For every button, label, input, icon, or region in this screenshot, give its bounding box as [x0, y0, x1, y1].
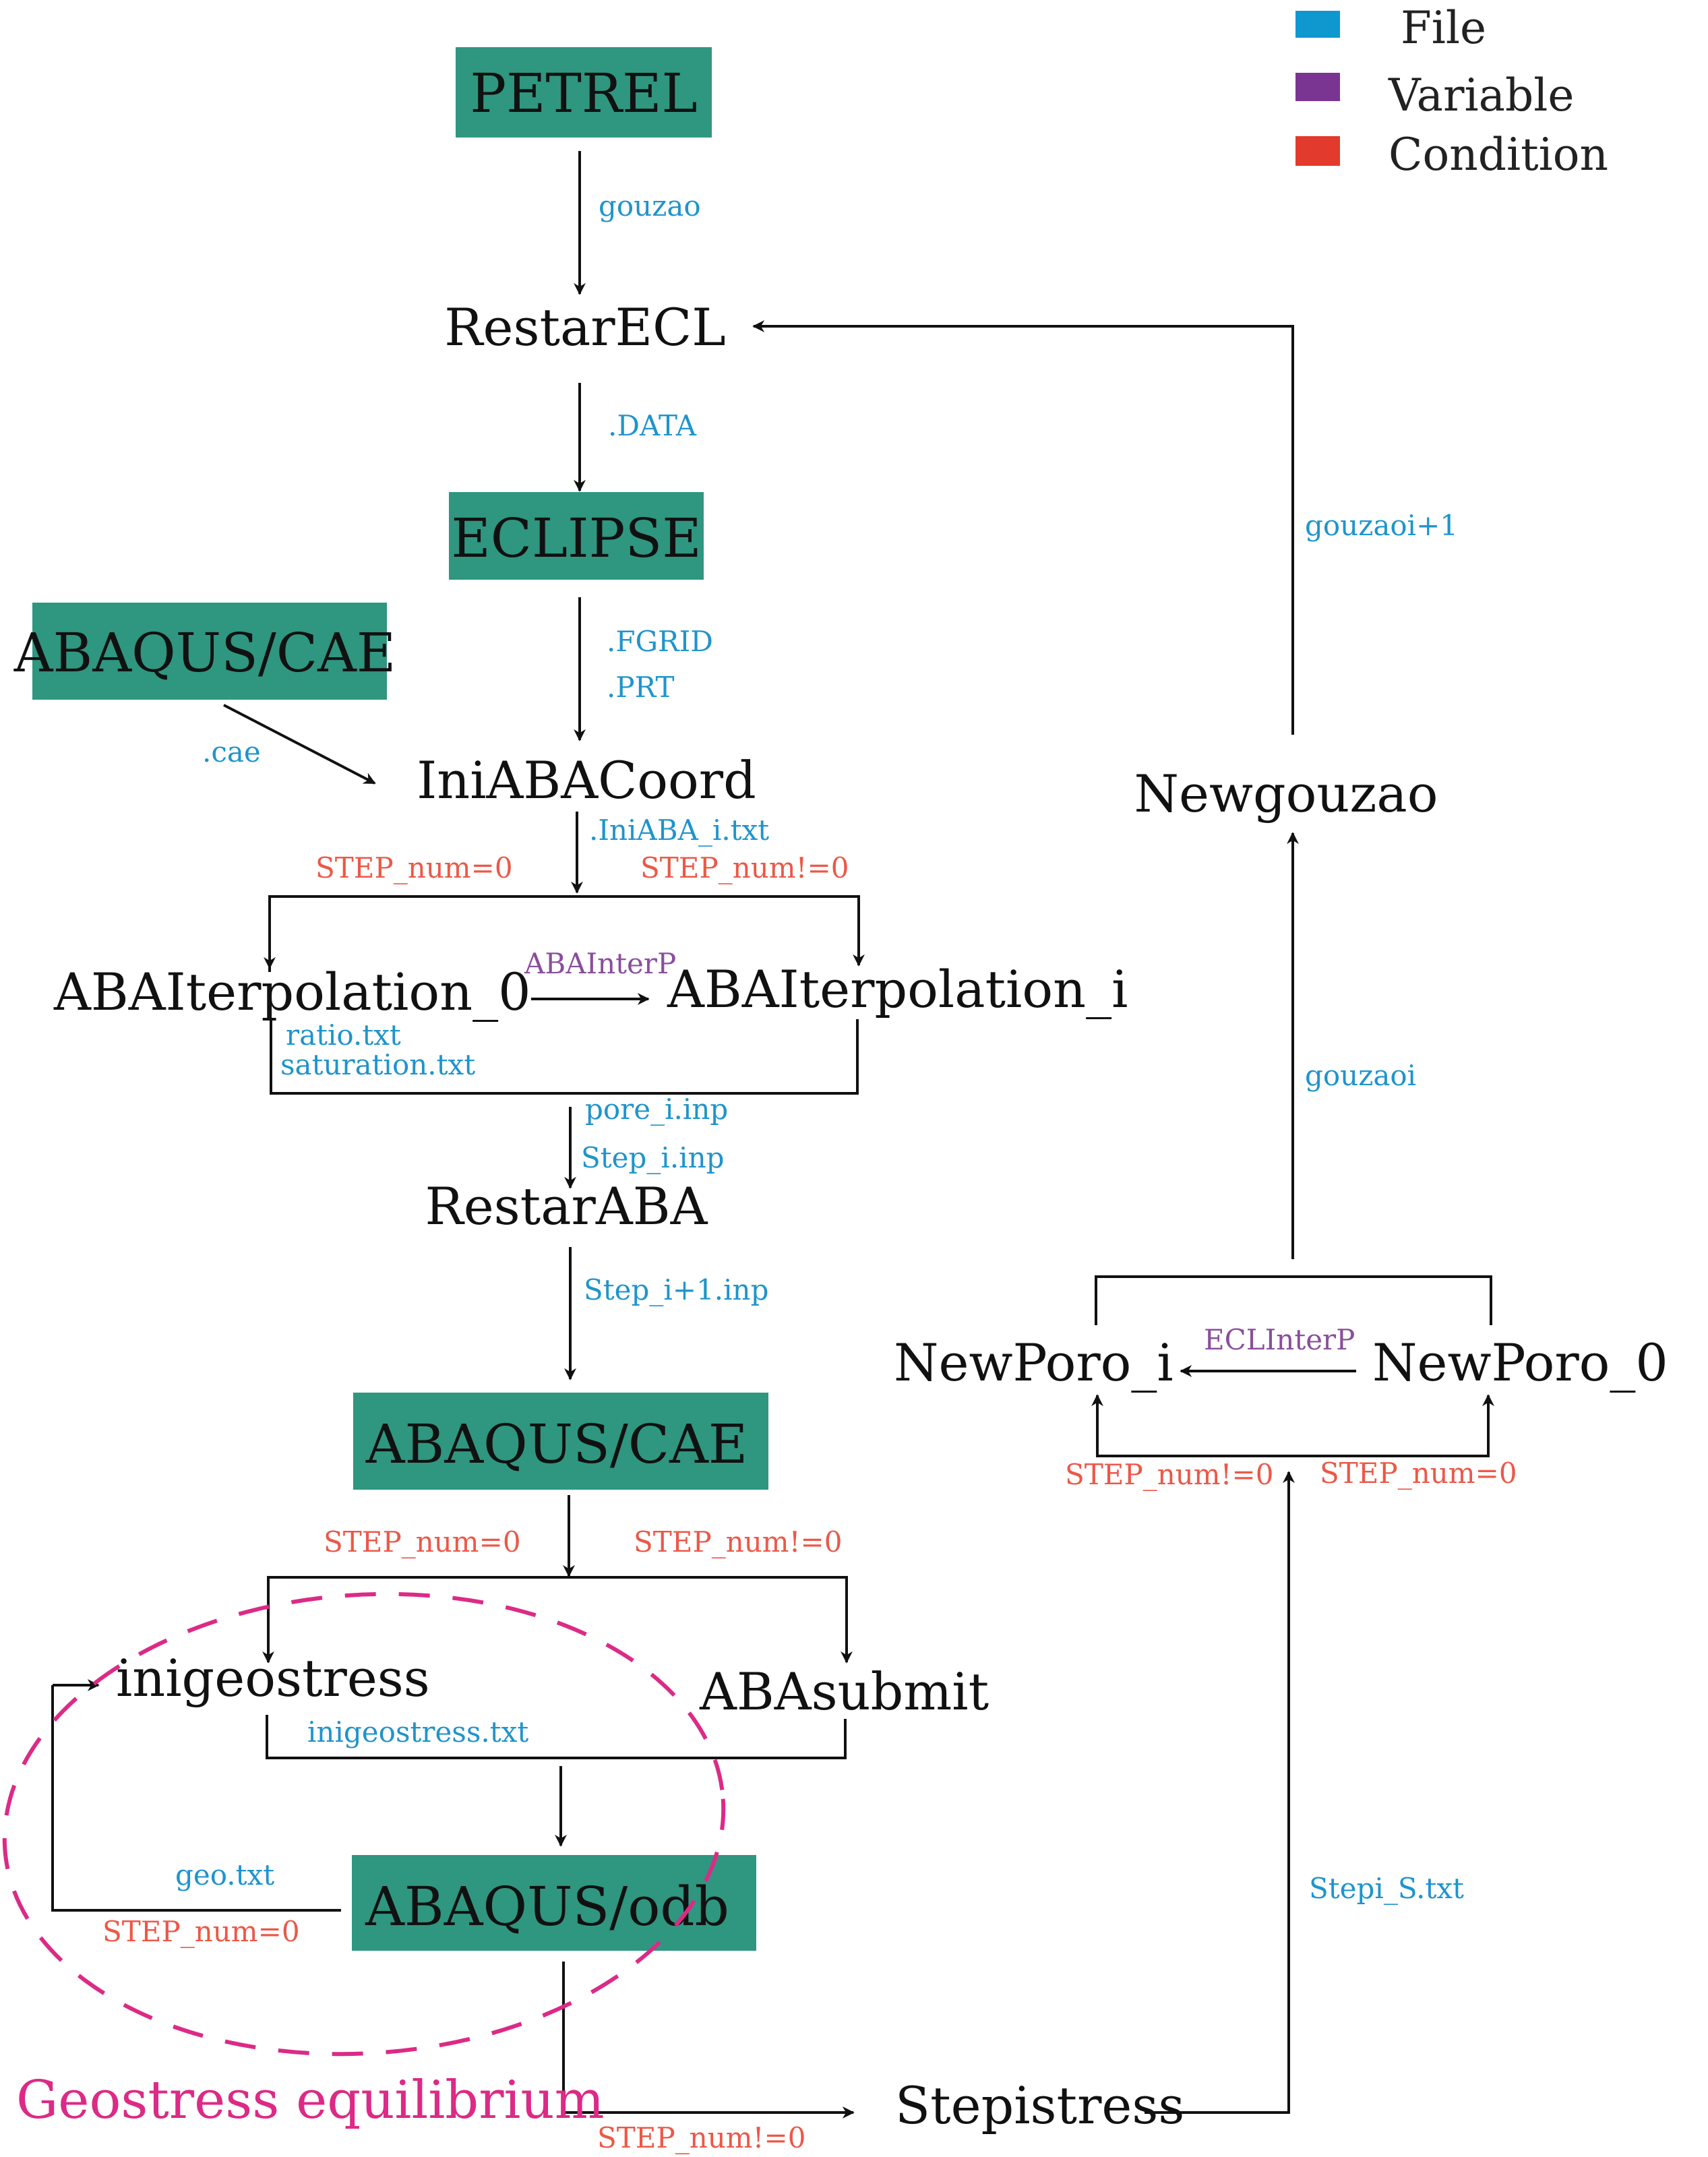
- box-abaqus-cae-mid: ABAQUS/CAE: [353, 1393, 768, 1490]
- node-abasubmit: ABAsubmit: [699, 1662, 989, 1722]
- condition-label-step-eq0-a: STEP_num=0: [315, 851, 513, 884]
- box-abaqus-cae-top: ABAQUS/CAE: [13, 603, 396, 700]
- file-label-gouzaoi-next: gouzaoi+1: [1305, 509, 1458, 542]
- branch-cae-bar: [267, 1576, 848, 1660]
- node-abainterp-i: ABAIterpolation_i: [667, 959, 1128, 1019]
- file-label-stepi-s: Stepi_S.txt: [1309, 1872, 1464, 1905]
- legend-swatch-condition: [1295, 136, 1340, 166]
- arrow-odb-to-stepistress: [562, 1962, 855, 2119]
- legend-swatch-variable: [1295, 73, 1340, 101]
- node-iniabacoord: IniABACoord: [417, 750, 756, 810]
- file-label-fgrid: .FGRID: [607, 625, 713, 658]
- file-label-pore-inp: pore_i.inp: [585, 1093, 728, 1126]
- box-label-eclipse: ECLIPSE: [451, 507, 701, 570]
- node-stepistress: Stepistress: [895, 2075, 1184, 2135]
- file-label-ratio: ratio.txt: [286, 1019, 401, 1052]
- file-label-step-next-inp: Step_i+1.inp: [584, 1273, 768, 1306]
- arrow-cae-to-iniabacoord: [223, 704, 376, 785]
- file-label-data: .DATA: [608, 409, 697, 442]
- file-label-gouzaoi: gouzaoi: [1305, 1059, 1416, 1092]
- node-abainterp-0: ABAIterpolation_0: [53, 962, 530, 1022]
- node-restaraba: RestarABA: [425, 1176, 708, 1236]
- merge-geo-bar: [266, 1715, 847, 1759]
- box-label-abaqus-cae-top: ABAQUS/CAE: [13, 621, 396, 684]
- geostress-caption: Geostress equilibrium: [16, 2070, 605, 2131]
- geostress-highlight-ellipse: [2, 1591, 726, 2057]
- box-label-abaqus-odb: ABAQUS/odb: [365, 1875, 729, 1938]
- merge-newporo-bottom: [1096, 1409, 1490, 1457]
- box-abaqus-odb: ABAQUS/odb: [352, 1855, 756, 1951]
- variable-labels: ABAInterP ECLInterP: [524, 947, 1355, 1356]
- legend: File Variable Condition: [1295, 2, 1608, 181]
- file-labels: gouzao .DATA .FGRID .PRT .cae .IniABA_i.…: [175, 189, 1464, 1905]
- condition-labels: STEP_num=0 STEP_num!=0 STEP_num=0 STEP_n…: [102, 851, 1517, 2154]
- file-label-cae: .cae: [202, 735, 261, 768]
- condition-label-step-ne0-odb: STEP_num!=0: [597, 2121, 805, 2154]
- merge-newporo-top: [1095, 1275, 1492, 1325]
- variable-label-abainterp: ABAInterP: [524, 947, 676, 980]
- legend-label-file: File: [1401, 2, 1486, 54]
- condition-label-step-ne0-b: STEP_num!=0: [634, 1525, 842, 1558]
- file-label-gouzao: gouzao: [599, 189, 701, 222]
- arrow-stepistress-up: [1145, 1471, 1295, 2114]
- condition-label-step-eq0-b: STEP_num=0: [324, 1525, 521, 1558]
- node-newgouzao: Newgouzao: [1134, 764, 1438, 824]
- node-restarecl: RestarECL: [444, 297, 725, 357]
- node-inigeostress: inigeostress: [116, 1648, 430, 1708]
- variable-label-eclinterp: ECLInterP: [1204, 1323, 1355, 1356]
- node-newporo-i: NewPoro_i: [894, 1333, 1173, 1393]
- arrow-newgouzao-to-restarecl: [752, 320, 1294, 735]
- condition-label-step-ne0-a: STEP_num!=0: [640, 851, 849, 884]
- merge-bottom-bar: [270, 1019, 859, 1095]
- box-label-petrel: PETREL: [470, 62, 697, 125]
- file-label-geo-txt: geo.txt: [175, 1858, 274, 1891]
- file-label-iniaba-txt: .IniABA_i.txt: [589, 814, 769, 847]
- condition-label-step-eq0-geo: STEP_num=0: [102, 1915, 300, 1948]
- box-petrel: PETREL: [456, 47, 712, 138]
- file-label-prt: .PRT: [607, 671, 675, 704]
- condition-label-step-eq0-right: STEP_num=0: [1320, 1457, 1517, 1490]
- box-eclipse: ECLIPSE: [449, 492, 704, 580]
- loop-odb-to-inigeostress: [51, 1685, 341, 1912]
- node-newporo-0: NewPoro_0: [1372, 1333, 1668, 1393]
- condition-label-step-ne0-right: STEP_num!=0: [1065, 1458, 1273, 1491]
- legend-label-variable: Variable: [1388, 69, 1574, 121]
- file-label-step-inp: Step_i.inp: [581, 1141, 725, 1174]
- box-label-abaqus-cae-mid: ABAQUS/CAE: [365, 1413, 748, 1476]
- legend-swatch-file: [1295, 11, 1340, 38]
- legend-label-condition: Condition: [1389, 129, 1608, 181]
- file-label-inigeostress-txt: inigeostress.txt: [307, 1715, 528, 1749]
- connectors: [51, 151, 1494, 2119]
- file-label-saturation: saturation.txt: [280, 1048, 475, 1081]
